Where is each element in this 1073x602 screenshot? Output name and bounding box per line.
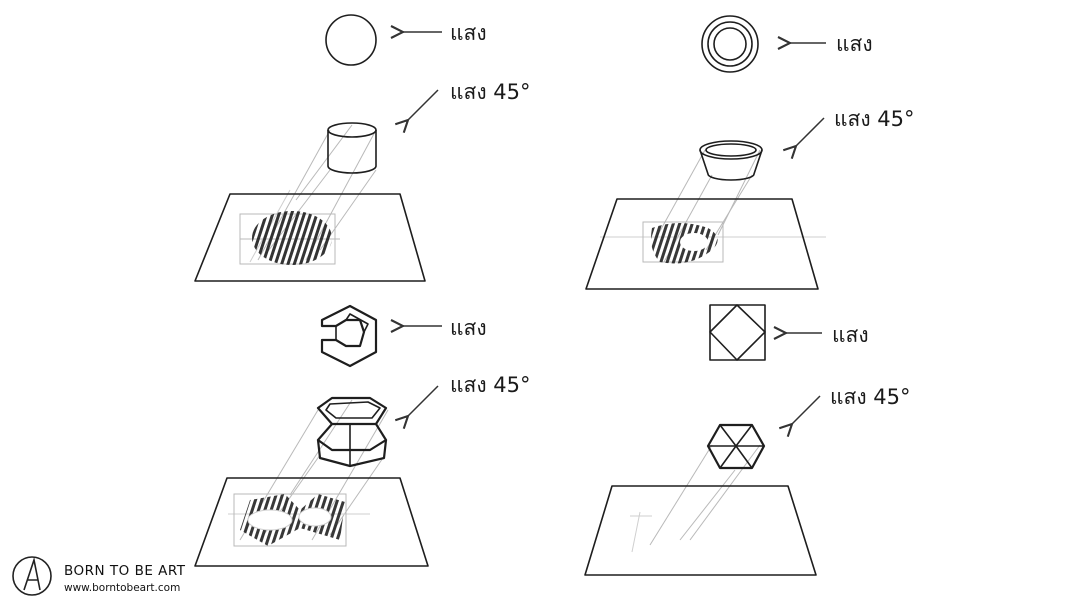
light-arrow-45-4 (792, 395, 821, 424)
brand-url: www.borntobeart.com (64, 582, 180, 594)
ground-plane (194, 193, 426, 282)
label-light-45-3: แสง 45° (450, 373, 531, 397)
brand-logo (12, 556, 52, 596)
cast-shadow-3 (233, 493, 347, 547)
light-arrow-45-2 (796, 117, 825, 146)
light-arrow-45-3 (408, 385, 439, 416)
label-light-45: แสง 45° (450, 80, 531, 104)
panel-cylinder: แสง แสง 45° (194, 14, 531, 282)
cylinder (327, 122, 377, 174)
square-top-view (709, 304, 766, 361)
rings-top-view (701, 15, 759, 73)
ground-plane-2 (585, 198, 819, 290)
circle-top-view (325, 14, 377, 66)
panel-square: แสง แสง 45° (584, 304, 911, 576)
label-light-45-2: แสง 45° (834, 107, 915, 131)
projection-guides-4 (630, 444, 761, 553)
brand-watermark: BORN TO BE ART www.borntobeart.com (12, 556, 186, 596)
projection-guides (249, 124, 377, 263)
light-arrow-45 (408, 89, 439, 120)
cast-shadow-2 (642, 221, 724, 264)
ground-plane-4 (584, 485, 817, 576)
label-light-3: แสง (450, 316, 487, 340)
label-light-45-4: แสง 45° (830, 385, 911, 409)
label-light-2: แสง (836, 32, 873, 56)
label-light-4: แสง (832, 323, 869, 347)
hexagon-top-view (320, 304, 378, 368)
panel-hexagon: แสง แสง 45° (194, 304, 531, 567)
brand-title: BORN TO BE ART (64, 563, 186, 579)
ground-plane-3 (194, 477, 429, 567)
brand-logo-mark (23, 556, 41, 591)
panel-bowl: แสง แสง 45° (585, 15, 915, 290)
bowl (699, 140, 763, 181)
square-solid (706, 423, 766, 470)
folded-hexagon-solid (316, 396, 388, 468)
label-light: แสง (450, 21, 487, 45)
cast-shadow (239, 211, 340, 265)
